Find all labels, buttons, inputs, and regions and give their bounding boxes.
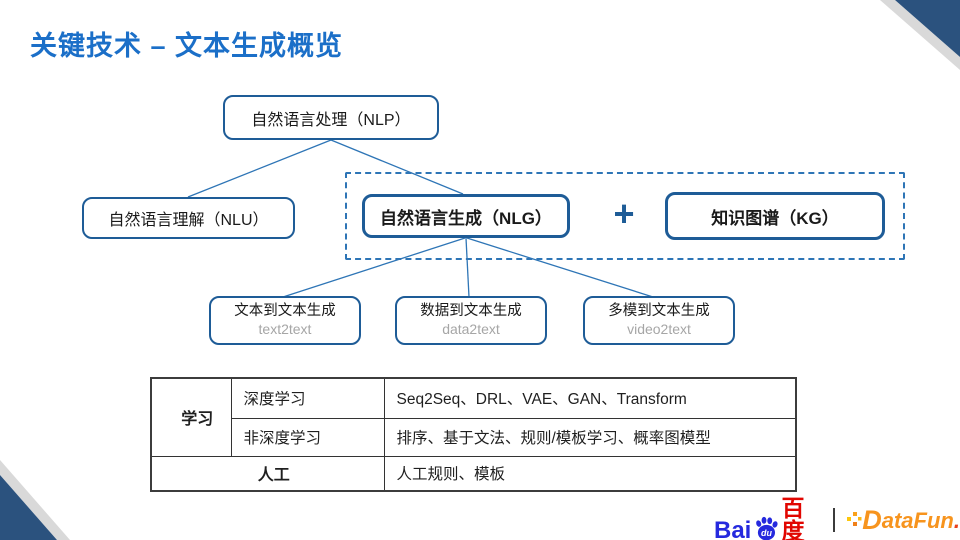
node-nlp: 自然语言处理（NLP） [223, 95, 439, 140]
datafun-mosaic-icon [847, 512, 862, 527]
cell-manual-label: 人工 [150, 455, 385, 492]
table-row: 学习 深度学习 Seq2Seq、DRL、VAE、GAN、Transform [150, 377, 797, 457]
node-data2text: 数据到文本生成 data2text [395, 296, 547, 345]
plus-sign: + [613, 193, 635, 234]
node-nlu-label: 自然语言理解（NLU） [108, 212, 269, 229]
datafun-d: D [862, 504, 882, 535]
leaf-code: data2text [442, 320, 500, 337]
node-nlp-label: 自然语言处理（NLP） [251, 111, 411, 129]
node-nlg: 自然语言生成（NLG） [362, 194, 570, 238]
baidu-wordmark-latin: Bai [714, 517, 752, 540]
table-row: 非深度学习 排序、基于文法、规则/模板学习、概率图模型 [151, 417, 797, 457]
baidu-paw-icon: du [756, 516, 778, 540]
node-nlg-label: 自然语言生成（NLG） [380, 208, 552, 228]
datafun-rest: ataFun [881, 508, 954, 534]
cell-deep-items: Seq2Seq、DRL、VAE、GAN、Transform [383, 377, 797, 419]
leaf-label: 文本到文本生成 [234, 303, 336, 320]
leaf-label: 多模到文本生成 [608, 303, 710, 320]
leaf-label: 数据到文本生成 [420, 303, 522, 320]
baidu-logo: Bai du 百度 [714, 497, 822, 540]
cell-deep-label: 深度学习 [230, 377, 385, 419]
datafun-dot: . [953, 508, 960, 534]
leaf-code: video2text [627, 320, 691, 337]
cell-nondeep-label: 非深度学习 [230, 417, 385, 457]
logo-separator [832, 508, 836, 532]
leaf-code: text2text [258, 320, 312, 337]
node-text2text: 文本到文本生成 text2text [209, 296, 361, 345]
baidu-du-text: du [761, 528, 772, 538]
nlg-kg-dashed-group [345, 172, 905, 260]
baidu-wordmark-chinese: 百度 [781, 495, 805, 540]
cell-nondeep-items: 排序、基于文法、规则/模板学习、概率图模型 [383, 417, 797, 457]
cell-group-learn: 学习 [150, 377, 232, 457]
node-video2text: 多模到文本生成 video2text [583, 296, 735, 345]
page-title: 关键技术 – 文本生成概览 [30, 31, 344, 61]
node-kg: 知识图谱（KG） [665, 192, 885, 240]
table-row: 人工 人工规则、模板 [150, 455, 797, 492]
node-nlu: 自然语言理解（NLU） [82, 197, 295, 239]
node-kg-label: 知识图谱（KG） [711, 208, 839, 228]
cell-manual-items: 人工规则、模板 [383, 455, 797, 492]
methods-table: 学习 深度学习 Seq2Seq、DRL、VAE、GAN、Transform 非深… [150, 377, 797, 492]
